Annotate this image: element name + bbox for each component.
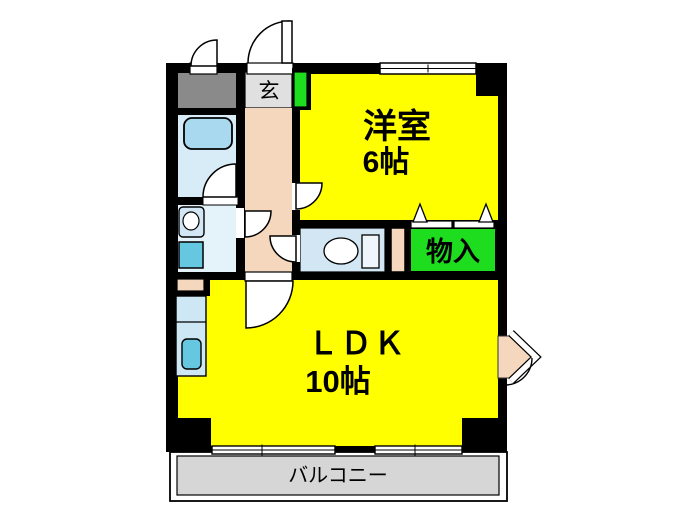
ldk-floor bbox=[178, 280, 498, 446]
entrance-door-leaf bbox=[281, 20, 293, 64]
bathroom-door-opening bbox=[202, 196, 239, 206]
closet-floor bbox=[409, 227, 497, 273]
ldk-door-swing bbox=[245, 280, 294, 329]
western-room-window bbox=[379, 62, 477, 75]
entrance-door-opening bbox=[246, 62, 294, 75]
bathroom-door-swing bbox=[202, 163, 237, 198]
balcony-label: バルコニー bbox=[288, 465, 388, 487]
utility-door-swing bbox=[190, 39, 218, 67]
washroom-door-swing bbox=[244, 210, 272, 238]
entry-direction-arrow bbox=[497, 330, 542, 386]
ldk-label: ＬＤＫ bbox=[308, 326, 407, 361]
closet-door-right bbox=[453, 220, 495, 229]
kitchen-sink bbox=[181, 338, 202, 370]
closet-door-marker-right bbox=[478, 202, 494, 223]
shoe-cabinet bbox=[293, 71, 308, 108]
toilet bbox=[323, 234, 380, 269]
closet-label: 物入 bbox=[426, 237, 480, 267]
kitchen-hatch bbox=[176, 278, 205, 292]
toilet-door-swing bbox=[269, 235, 297, 263]
bathtub bbox=[183, 117, 233, 150]
washroom-door-opening bbox=[236, 208, 244, 238]
western-room-door-swing bbox=[295, 182, 323, 210]
arrow-chevron bbox=[509, 331, 540, 383]
western-room-size-label: 6帖 bbox=[363, 146, 410, 179]
closet-door-left bbox=[410, 220, 453, 229]
western-room-floor bbox=[300, 74, 498, 220]
ldk-door-leaf bbox=[244, 271, 293, 282]
toilet-bowl bbox=[323, 237, 359, 265]
kitchen-counter bbox=[175, 295, 207, 377]
wash-basin bbox=[178, 206, 205, 238]
arrow-swing-arc bbox=[504, 357, 533, 386]
utility-room-floor bbox=[178, 73, 236, 108]
genkan-label: 玄 bbox=[259, 80, 280, 103]
toilet-tank bbox=[361, 234, 380, 269]
balcony-window-left bbox=[211, 444, 336, 456]
ldk-size-label: 10帖 bbox=[305, 364, 370, 399]
balcony-window-right bbox=[374, 444, 463, 456]
washing-machine-pan bbox=[178, 241, 204, 269]
corner-pillar bbox=[476, 74, 498, 96]
duct-space bbox=[390, 227, 406, 273]
balcony-deck bbox=[176, 455, 500, 496]
western-room-label: 洋室 bbox=[363, 107, 431, 146]
wall-notch-right bbox=[462, 418, 498, 446]
closet-door-marker-left bbox=[412, 202, 428, 223]
wall-notch-left bbox=[178, 418, 211, 446]
